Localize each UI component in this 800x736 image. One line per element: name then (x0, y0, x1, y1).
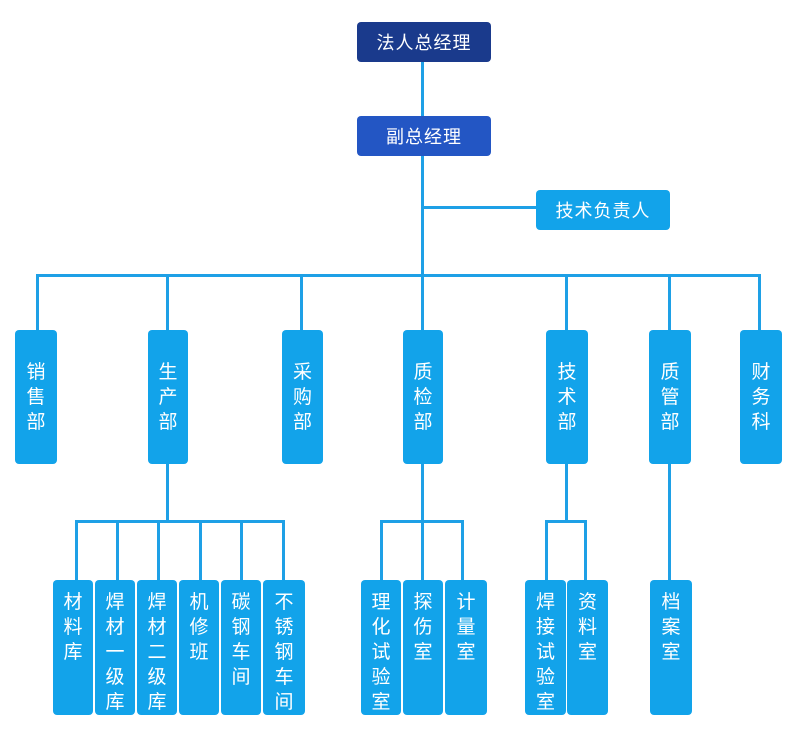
node-label: 副总经理 (386, 127, 462, 148)
node-label: 理化试验室 (371, 591, 391, 713)
connector (300, 274, 303, 330)
node-label: 焊材二级库 (147, 591, 167, 713)
connector (166, 274, 169, 330)
node-label: 焊接试验室 (535, 591, 555, 713)
connector (421, 520, 424, 582)
connector (240, 520, 243, 582)
node-dept-sales: 销售部 (15, 330, 57, 464)
connector (565, 463, 568, 522)
node-general-manager: 法人总经理 (357, 22, 491, 62)
connector (75, 520, 285, 523)
connector (421, 274, 424, 330)
node-label: 技术负责人 (555, 201, 651, 222)
node-unit-flaw-detection: 探伤室 (403, 580, 443, 715)
connector (545, 520, 587, 523)
node-label: 销售部 (26, 360, 46, 433)
node-label: 碳钢车间 (231, 591, 251, 688)
node-unit-stainless-steel: 不锈钢车间 (263, 580, 305, 715)
connector (36, 274, 761, 277)
node-label: 法人总经理 (376, 33, 472, 54)
node-unit-welding-store-2: 焊材二级库 (137, 580, 177, 715)
node-tech-lead: 技术负责人 (536, 190, 670, 230)
connector (282, 520, 285, 582)
connector (584, 520, 587, 582)
node-label: 档案室 (661, 591, 681, 663)
connector (421, 206, 538, 209)
connector (199, 520, 202, 582)
node-dept-quality: 质管部 (649, 330, 691, 464)
node-dept-technical: 技术部 (546, 330, 588, 464)
node-unit-carbon-steel: 碳钢车间 (221, 580, 261, 715)
connector (668, 463, 671, 582)
node-unit-physchem-lab: 理化试验室 (361, 580, 401, 715)
node-label: 生产部 (158, 360, 178, 433)
connector (668, 274, 671, 330)
node-label: 机修班 (189, 591, 209, 663)
node-unit-welding-lab: 焊接试验室 (525, 580, 566, 715)
node-label: 焊材一级库 (105, 591, 125, 713)
node-unit-material-store: 材料库 (53, 580, 93, 715)
node-dept-production: 生产部 (148, 330, 188, 464)
node-unit-metrology: 计量室 (445, 580, 487, 715)
node-label: 财务科 (751, 360, 771, 433)
node-unit-maintenance: 机修班 (179, 580, 219, 715)
connector (75, 520, 78, 582)
node-label: 技术部 (557, 360, 577, 433)
connector (36, 274, 39, 330)
node-label: 不锈钢车间 (274, 591, 294, 713)
node-unit-documents: 资料室 (567, 580, 608, 715)
connector (758, 274, 761, 330)
connector (545, 520, 548, 582)
connector (421, 463, 424, 522)
connector (461, 520, 464, 582)
node-unit-archives: 档案室 (650, 580, 692, 715)
connector (166, 463, 169, 522)
connector (116, 520, 119, 582)
node-label: 探伤室 (413, 591, 433, 663)
node-dept-inspection: 质检部 (403, 330, 443, 464)
connector (421, 156, 424, 277)
connector (157, 520, 160, 582)
connector (565, 274, 568, 330)
node-label: 质检部 (413, 360, 433, 433)
connector (380, 520, 383, 582)
node-label: 计量室 (456, 591, 476, 663)
node-label: 质管部 (660, 360, 680, 433)
node-label: 资料室 (577, 591, 597, 663)
node-dept-finance: 财务科 (740, 330, 782, 464)
node-label: 材料库 (63, 591, 83, 663)
node-label: 采购部 (292, 360, 312, 433)
node-unit-welding-store-1: 焊材一级库 (95, 580, 135, 715)
node-deputy-manager: 副总经理 (357, 116, 491, 156)
connector (421, 62, 424, 118)
node-dept-purchasing: 采购部 (282, 330, 323, 464)
